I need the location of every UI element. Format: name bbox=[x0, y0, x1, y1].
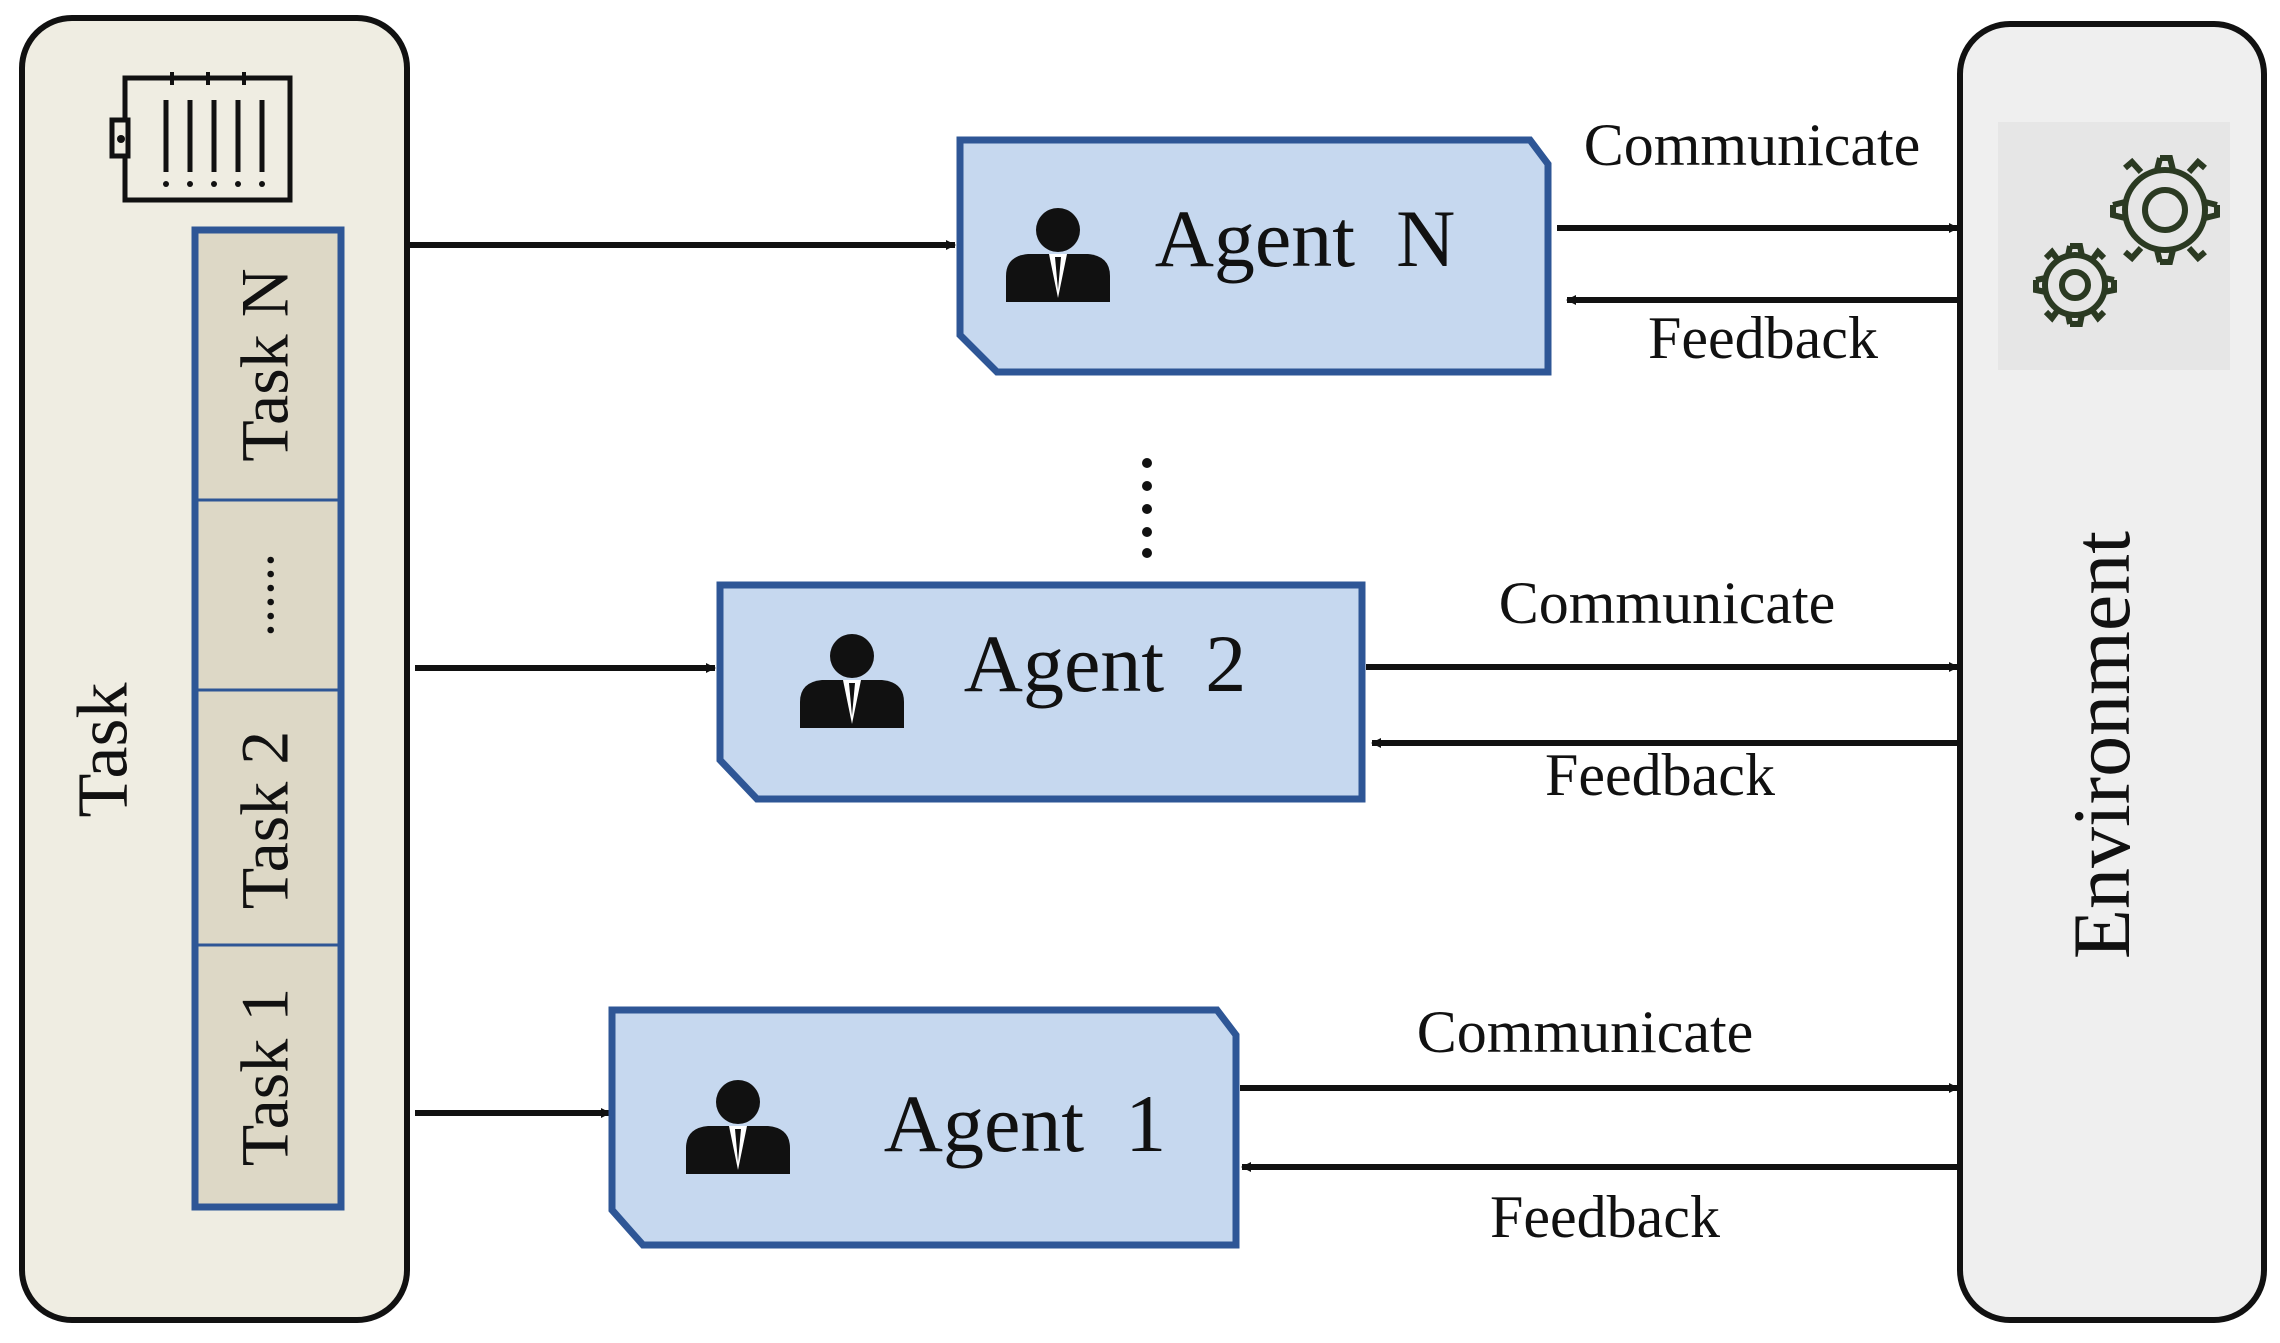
environment-panel: Environment bbox=[1957, 21, 2267, 1323]
queue-label-task-2: Task 2 bbox=[227, 731, 303, 909]
agent-n-label: Agent N bbox=[1155, 193, 1456, 284]
vertical-ellipsis bbox=[1142, 458, 1152, 558]
agent-2-label: Agent 2 bbox=[964, 618, 1246, 709]
queue-label-ellipsis: ...... bbox=[224, 553, 286, 637]
agent-2-communicate-label: Communicate bbox=[1499, 570, 1836, 636]
queue-label-task-1: Task 1 bbox=[227, 988, 303, 1166]
agent-1-communicate-label: Communicate bbox=[1417, 999, 1754, 1065]
environment-label: Environment bbox=[2056, 531, 2147, 959]
agent-1-box[interactable]: Agent 1 bbox=[608, 1006, 1240, 1249]
queue-cell-task-2 bbox=[195, 690, 341, 945]
queue-label-task-n: Task N bbox=[227, 268, 303, 462]
gears-icon bbox=[1998, 122, 2230, 370]
queue-cell-task-n bbox=[195, 230, 341, 500]
task-queue: Task N ...... Task 2 Task 1 bbox=[191, 226, 345, 1211]
agent-2-environment-link: Communicate Feedback bbox=[1366, 570, 1959, 808]
agent-n-communicate-label: Communicate bbox=[1584, 112, 1921, 178]
agent-1-environment-link: Communicate Feedback bbox=[1240, 999, 1959, 1250]
agent-n-feedback-label: Feedback bbox=[1648, 305, 1878, 371]
agent-n-box[interactable]: Agent N bbox=[956, 136, 1552, 376]
agent-n-environment-link: Communicate Feedback bbox=[1557, 112, 1959, 371]
queue-cell-ellipsis bbox=[195, 500, 341, 690]
agent-1-feedback-label: Feedback bbox=[1490, 1184, 1720, 1250]
task-panel: Task N ...... Task 2 Task 1 Task bbox=[19, 15, 410, 1323]
agent-1-label: Agent 1 bbox=[884, 1078, 1166, 1169]
clipboard-icon bbox=[109, 72, 293, 203]
queue-border bbox=[191, 226, 345, 1211]
agent-2-box[interactable]: Agent 2 bbox=[716, 581, 1366, 803]
queue-cell-task-1 bbox=[195, 945, 341, 1207]
task-panel-label: Task bbox=[63, 683, 143, 818]
agent-2-feedback-label: Feedback bbox=[1545, 742, 1775, 808]
